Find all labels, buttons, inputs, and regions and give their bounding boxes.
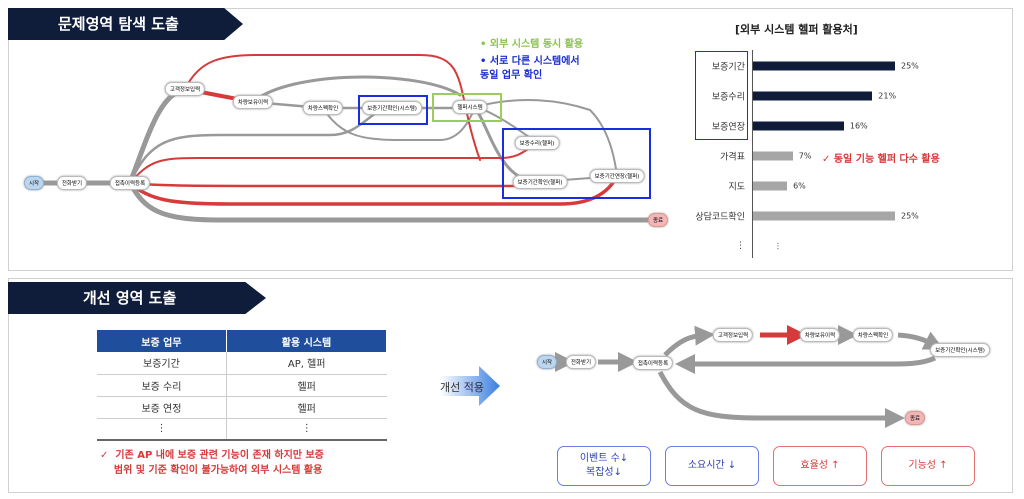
node-call: 전화받기: [565, 355, 597, 369]
chart-highlight-box: [695, 51, 748, 140]
edge: [663, 325, 715, 357]
edge: [251, 75, 462, 104]
chart-bar: [753, 211, 895, 221]
kpi-time: 소요시간 ↓: [665, 446, 759, 486]
node-contact: 접촉이력등록: [109, 176, 151, 190]
chart-category-label: 상담코드확인: [695, 212, 745, 223]
node-end: 종료: [904, 411, 926, 425]
chart-category-label: 보증연장: [711, 122, 745, 133]
edge: [675, 354, 937, 374]
table-cell: 헬퍼: [226, 374, 387, 397]
node-customer: 고객정보입력: [712, 328, 754, 342]
node-vehicle-spec: 차량스펙확인: [302, 101, 344, 115]
highlight-box-blue: [358, 95, 428, 125]
legend-blue: • 서로 다른 시스템에서 동일 업무 확인: [480, 56, 580, 81]
node-start: 시작: [536, 355, 558, 369]
node-warranty-check-helper: 보증기간확인(헬퍼): [512, 175, 568, 189]
highlight-box-green: [432, 93, 502, 122]
table-cell: 보증 수리: [97, 374, 227, 397]
kpi-functionality: 기능성 ↑: [881, 446, 975, 486]
edge: [474, 99, 618, 177]
table-cell: 보증 연정: [97, 396, 227, 419]
table-cell: 헬퍼: [226, 396, 387, 419]
table-cell: 보증기간: [97, 352, 227, 375]
improvement-note: ✓ 기존 AP 내에 보증 관련 기능이 존재 하지만 보증 범위 및 기준 확…: [100, 450, 324, 476]
edge: [657, 370, 905, 428]
problem-banner: 문제영역 탐색 도출: [8, 8, 243, 40]
table-header: 보증 업무: [97, 330, 227, 352]
chart-value-label: ⋮: [774, 241, 782, 251]
chart-value-label: 21%: [878, 91, 897, 101]
node-customer: 고객정보입력: [164, 82, 206, 96]
improvement-banner: 개선 영역 도출: [8, 282, 266, 314]
node-call: 전화받기: [56, 176, 88, 190]
node-contact: 접촉이력등록: [632, 356, 674, 370]
chart-category-label: 지도: [728, 182, 745, 193]
chart-bar: [753, 151, 793, 161]
chart-value-label: 25%: [901, 211, 919, 221]
chart-bar: [753, 91, 873, 101]
node-helper-system: 헬퍼시스템: [452, 100, 488, 114]
edge-red: [128, 174, 619, 206]
node-warranty-repair-helper: 보증수리(헬퍼): [514, 136, 560, 150]
table-row: ⋮⋮: [97, 418, 387, 441]
chart-bar: [753, 181, 788, 191]
table-cell: ⋮: [226, 418, 387, 441]
edge: [322, 106, 476, 141]
highlight-box-blue-2: [502, 128, 651, 199]
edge: [127, 180, 661, 223]
chart-note: ✓ 동일 기능 헬퍼 다수 활용: [822, 154, 940, 165]
node-end: 종료: [647, 213, 669, 227]
kpi-events: 이벤트 수↓ 복잡성↓: [557, 446, 651, 486]
node-vehicle-spec: 차량스펙확인: [852, 328, 894, 342]
chart-bar: [753, 121, 844, 131]
kpi-efficiency: 효율성 ↑: [773, 446, 867, 486]
node-start: 시작: [23, 176, 45, 190]
chart-value-label: 25%: [901, 61, 919, 71]
chart-bar: [753, 61, 895, 71]
chart-axis: [752, 50, 753, 258]
chart-title: [외부 시스템 헬퍼 활용처]: [735, 23, 858, 36]
node-warranty-system: 보증기간확인(시스템): [362, 101, 422, 115]
node-vehicle-history: 차량보유이력: [232, 95, 274, 109]
chart-value-label: 6%: [793, 181, 806, 191]
edge: [128, 106, 391, 185]
chart-value-label: 16%: [849, 121, 868, 131]
node-vehicle-history: 차량보유이력: [799, 328, 841, 342]
chart-category-label: 보증수리: [711, 92, 745, 103]
table-cell: ⋮: [97, 418, 227, 441]
table-header: 활용 시스템: [226, 330, 388, 352]
node-warranty-extend-helper: 보증기간연장(헬퍼): [589, 169, 645, 183]
chart-category-label: 보증기간: [711, 62, 745, 73]
apply-label: 개선 적용: [440, 381, 484, 394]
legend-green: • 외부 시스템 동시 활용: [480, 39, 584, 50]
table-cell: AP, 헬퍼: [226, 352, 387, 375]
chart-category-label: ⋮: [736, 241, 745, 251]
node-warranty-system: 보증기간확인(시스템): [930, 343, 990, 357]
chart-category-label: 가격표: [720, 152, 745, 163]
edge: [897, 331, 944, 350]
chart-value-label: 7%: [798, 151, 812, 161]
